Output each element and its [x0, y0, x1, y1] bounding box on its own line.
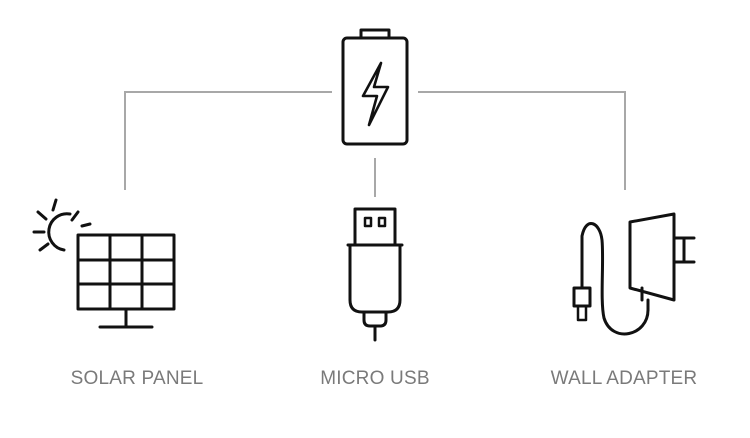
- connector-lines: [124, 91, 626, 197]
- micro-usb-icon: [346, 207, 404, 342]
- label-micro-usb: MICRO USB: [320, 368, 430, 389]
- label-wall-adapter: WALL ADAPTER: [550, 368, 698, 389]
- sun-icon: [47, 212, 72, 252]
- connector-wall: [418, 91, 626, 190]
- solar-panel-icon: [32, 198, 176, 329]
- label-solar-panel: SOLAR PANEL: [70, 368, 204, 389]
- connector-solar: [124, 91, 332, 190]
- battery-charging-icon: [341, 28, 409, 146]
- wall-adapter-icon: [572, 212, 696, 336]
